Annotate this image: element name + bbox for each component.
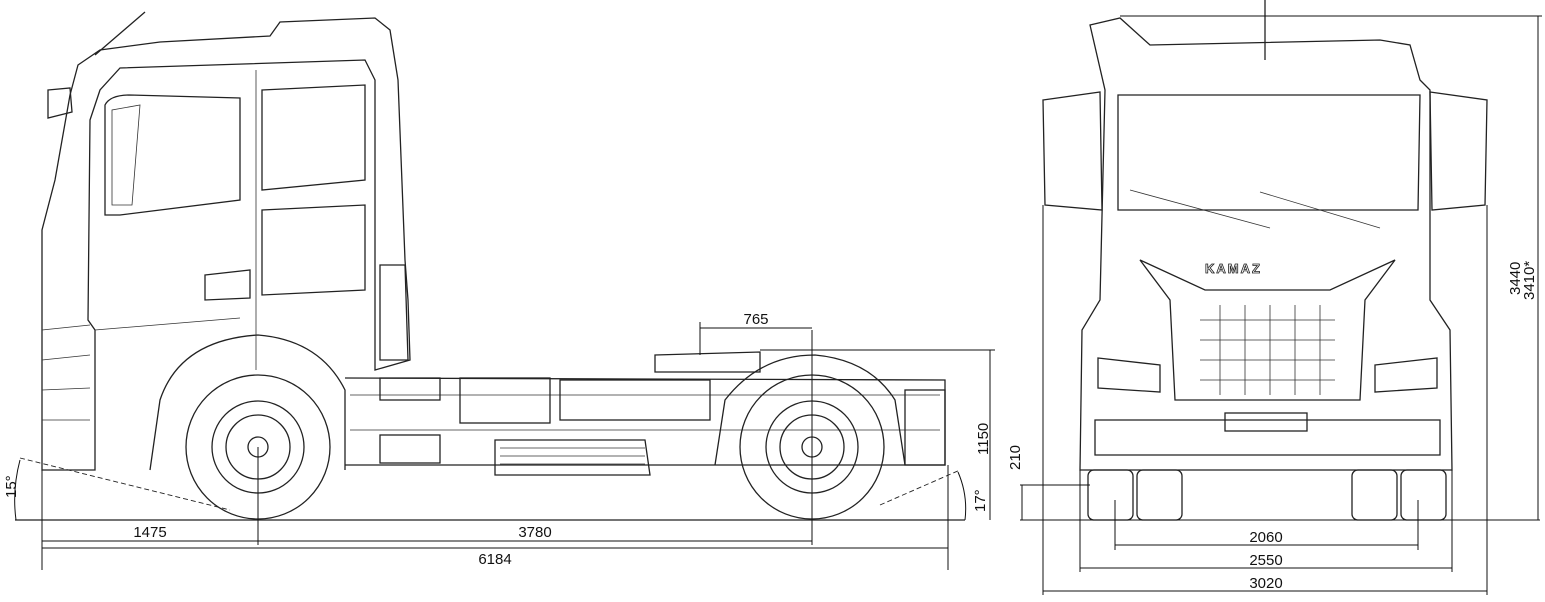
mirror-width-label: 3020 [1249,575,1282,592]
ground-clearance-label: 210 [1007,445,1024,470]
height-label: 3440 [1507,262,1524,295]
front-overhang-label: 1475 [133,524,166,541]
fifth-wheel [654,351,761,373]
fifth-wheel-height-label: 1150 [975,423,992,455]
cab-front [1079,17,1453,471]
wheelbase-label: 3780 [518,524,551,541]
fifth-wheel-offset-label: 765 [743,311,768,328]
right-mirror [1429,91,1488,211]
approach-angle-label: 15° [3,475,20,498]
height-alt-label: 3410* [1521,261,1538,300]
left-mirror [1042,91,1103,211]
body-width-label: 2550 [1249,552,1282,569]
grille [1139,259,1396,401]
fuel-tank [494,439,651,476]
front-wheels [1087,469,1447,521]
mirror-icon [47,87,73,119]
overall-length-label: 6184 [478,551,511,568]
brand-logo: KAMAZ [1205,261,1262,276]
track-width-label: 2060 [1249,529,1282,546]
side-view: 15° 17° 1475 3780 6184 765 1150 [3,11,995,570]
departure-angle-label: 17° [972,489,989,512]
cab-side [41,11,411,471]
front-view: KAMAZ 210 3440 3410* 2060 2550 [1007,0,1542,595]
windshield [1117,94,1421,211]
